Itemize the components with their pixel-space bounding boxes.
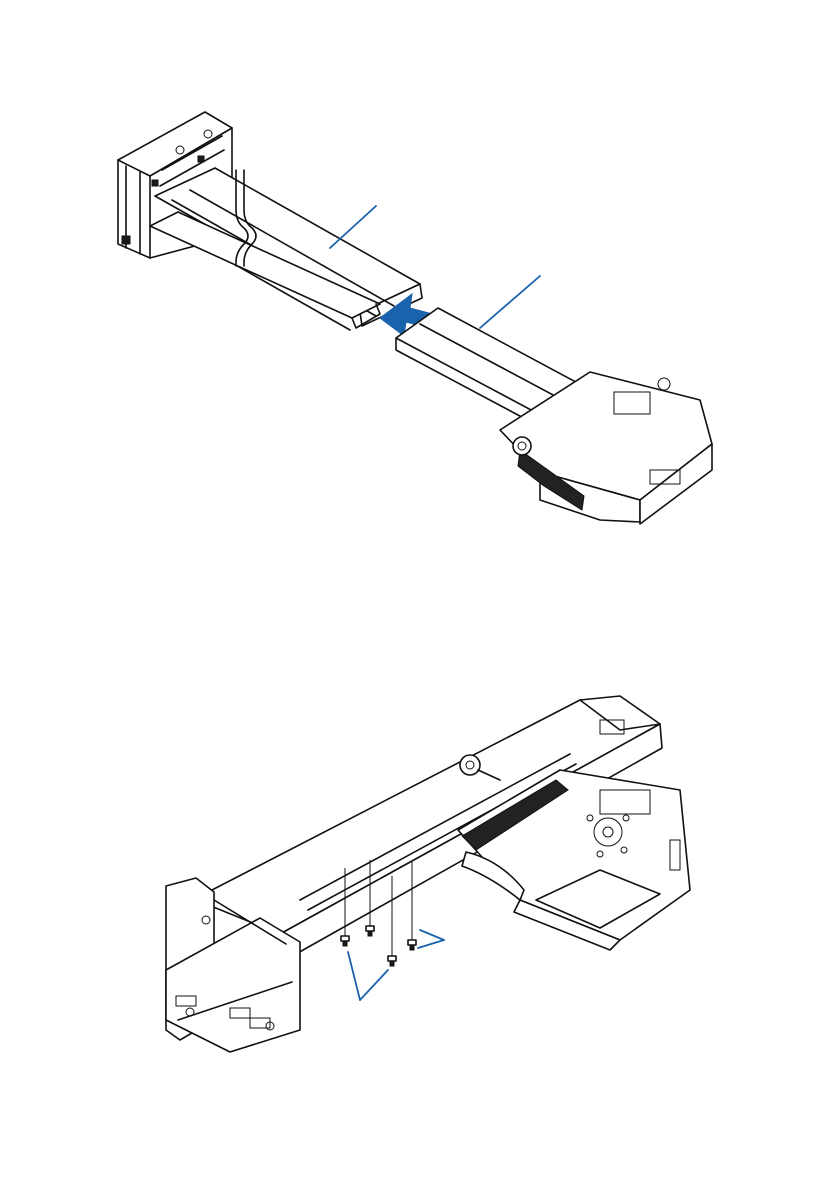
figure-fasten-screws-drawing [0,600,840,1160]
figure-slide-in-drawing [0,0,840,580]
screw [366,926,374,936]
screw [388,956,396,966]
callout-wall-plate-rail [330,206,376,248]
callout-slide-arm [480,276,540,328]
callout-screw-pair-right [418,930,444,948]
figure-slide-in [0,0,840,580]
fixed-rail [150,168,422,330]
callout-screw-pair-left [348,952,388,1000]
screw [408,940,416,950]
screw [341,936,349,946]
figure-fasten-screws [0,600,840,1160]
